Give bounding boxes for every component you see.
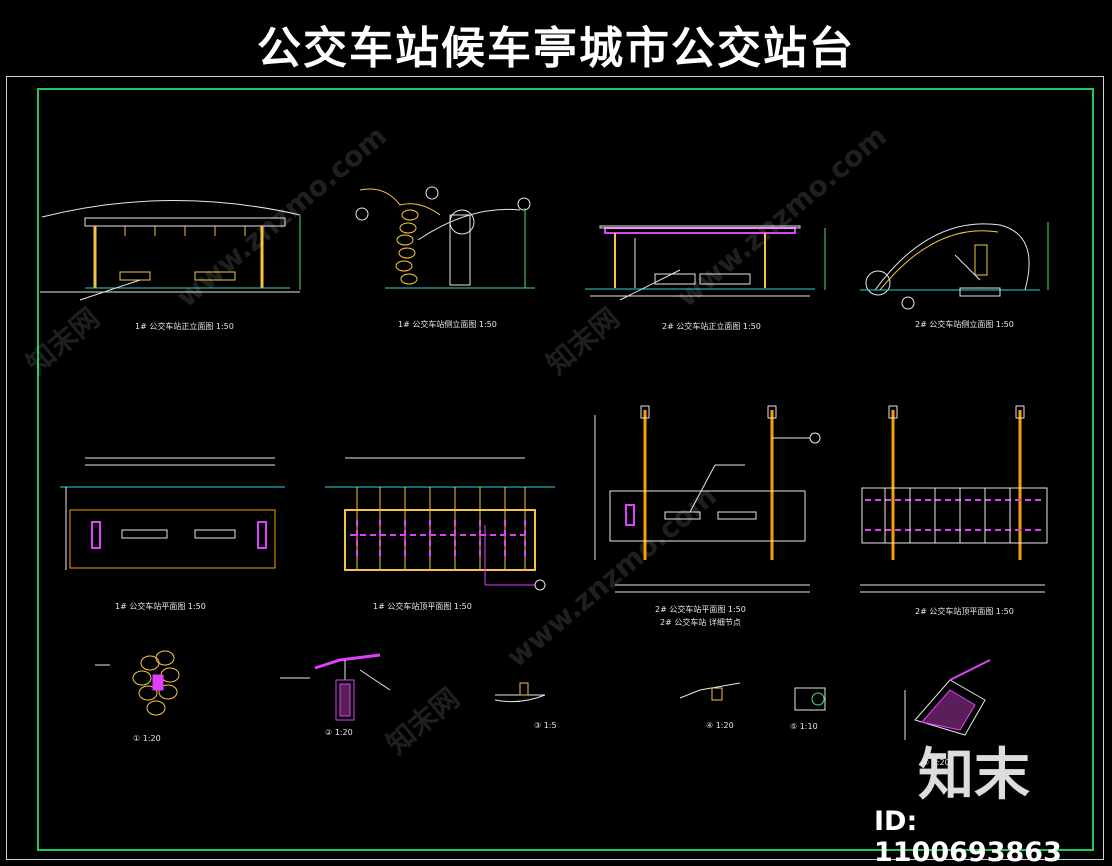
elevation-2-side — [860, 222, 1049, 310]
caption-elevation-1-front: 1# 公交车站正立面图 1:50 — [135, 322, 234, 331]
caption-detail-5: ⑤ 1:10 — [790, 722, 818, 731]
detail-4 — [679, 682, 741, 701]
caption-detail-3: ③ 1:5 — [534, 721, 557, 730]
caption-elevation-2-front: 2# 公交车站正立面图 1:50 — [662, 322, 761, 331]
drawing-title: 公交车站候车亭城市公交站台 — [257, 23, 855, 74]
detail-1 — [95, 650, 180, 716]
plan-1 — [60, 457, 285, 570]
caption-roof-plan-1: 1# 公交车站顶平面图 1:50 — [373, 602, 472, 611]
drawing-border — [37, 88, 1094, 851]
watermark-id: ID: 1100693863 — [874, 806, 1062, 866]
caption-detail-4: ④ 1:20 — [706, 721, 734, 730]
caption-elevation-1-side: 1# 公交车站侧立面图 1:50 — [398, 320, 497, 329]
detail-6 — [904, 659, 991, 740]
elevation-2-front — [585, 225, 826, 301]
detail-5 — [794, 687, 826, 711]
detail-2 — [280, 653, 391, 721]
detail-3 — [494, 682, 546, 703]
caption-roof-plan-2: 2# 公交车站顶平面图 1:50 — [915, 607, 1014, 616]
caption-elevation-2-side: 2# 公交车站侧立面图 1:50 — [915, 320, 1014, 329]
elevation-1-front — [40, 199, 301, 301]
elevation-1-side — [355, 186, 535, 289]
plan-2 — [594, 405, 821, 593]
caption-plan-2: 2# 公交车站平面图 1:50 — [655, 605, 746, 614]
caption-detail-6: ⑥ 1:20 — [922, 758, 950, 767]
caption-plan-2-sub: 2# 公交车站 详细节点 — [660, 618, 741, 627]
outer-frame — [6, 76, 1104, 860]
roof-plan-2 — [860, 405, 1048, 593]
caption-detail-1: ① 1:20 — [133, 734, 161, 743]
caption-plan-1: 1# 公交车站平面图 1:50 — [115, 602, 206, 611]
roof-plan-1 — [325, 457, 555, 591]
watermark-logo: 知末 — [918, 743, 1030, 808]
caption-detail-2: ② 1:20 — [325, 728, 353, 737]
